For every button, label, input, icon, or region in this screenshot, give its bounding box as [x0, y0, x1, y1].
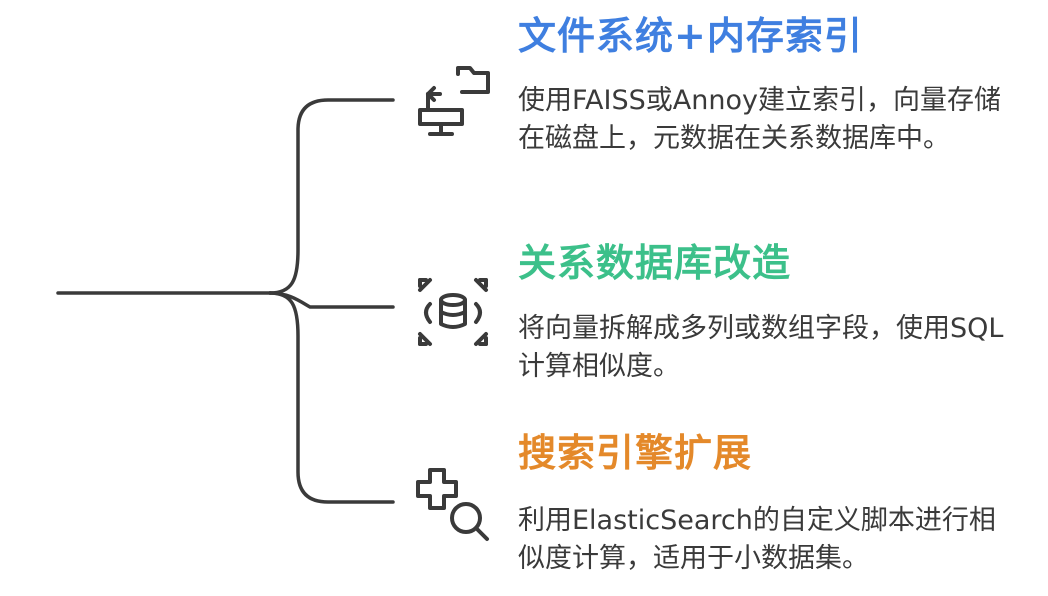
computer-folder-icon	[418, 66, 490, 136]
item-desc-search-engine: 利用ElasticSearch的自定义脚本进行相似度计算，适用于小数据集。	[518, 505, 996, 574]
branch-top	[268, 98, 395, 295]
item-desc-relational-db: 将向量拆解成多列或数组字段，使用SQL计算相似度。	[518, 313, 1004, 382]
database-expand-icon	[418, 278, 488, 346]
item-title-search-engine: 搜索引擎扩展	[518, 431, 753, 475]
item-title-relational-db: 关系数据库改造	[518, 241, 792, 285]
plus-search-icon	[416, 468, 489, 541]
branch-bottom	[268, 291, 395, 504]
item-title-file-system: 文件系统+内存索引	[518, 14, 863, 58]
item-desc-file-system: 使用FAISS或Annoy建立索引，向量存储在磁盘上，元数据在关系数据库中。	[518, 85, 1001, 154]
